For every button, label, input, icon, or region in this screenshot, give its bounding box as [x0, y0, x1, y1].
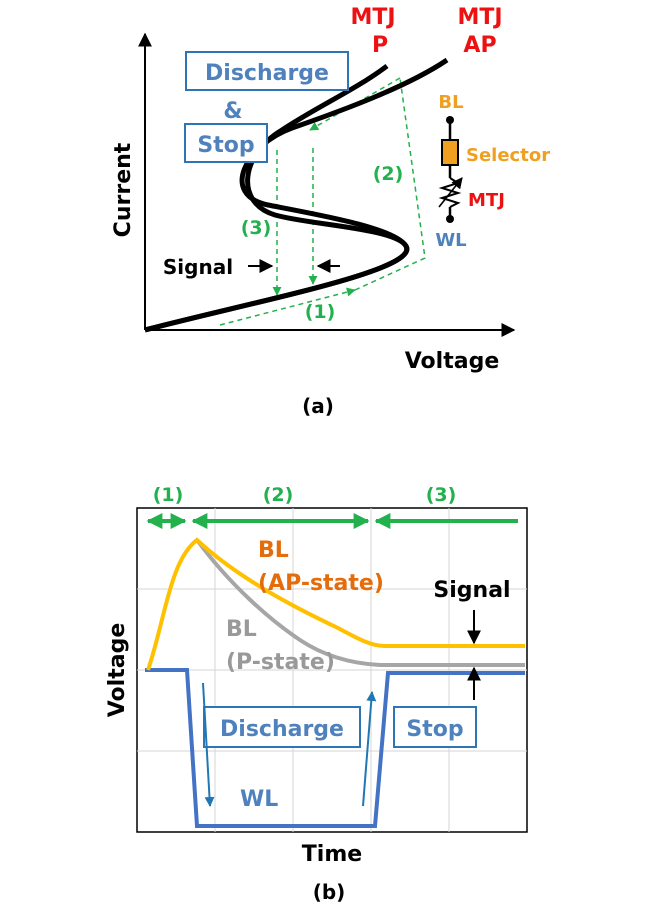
b-caption: (b)	[313, 880, 346, 904]
b-stop-box	[393, 706, 477, 748]
a-step3-label: (3)	[241, 217, 272, 239]
circuit-mtj-label: MTJ	[468, 190, 505, 211]
curve-mtj-ap	[144, 57, 449, 333]
panel-a: Current Voltage MTJ P MTJ AP Discharge &…	[111, 5, 550, 418]
b-discharge-box	[203, 706, 361, 748]
b-bl-p-label-line2: (P-state)	[226, 650, 335, 675]
a-discharge-box	[185, 51, 349, 91]
b-stop-label: Stop	[406, 717, 463, 742]
curve-mtj-p	[144, 63, 410, 333]
circuit-selector-label: Selector	[466, 145, 550, 166]
b-x-axis-label: Time	[302, 842, 362, 867]
b-phase3-label: (3)	[426, 484, 457, 506]
b-discharge-arrow	[202, 682, 215, 807]
b-wl-trace	[145, 668, 525, 828]
a-signal-label: Signal	[163, 255, 233, 279]
b-stop-arrow	[362, 691, 377, 807]
b-phase1-label: (1)	[153, 484, 184, 506]
b-bl-ap-label-line1: BL	[258, 538, 289, 563]
circuit-bl-label: BL	[438, 92, 463, 113]
a-ampersand: &	[223, 99, 242, 124]
mtj-ap-label-line1: MTJ	[457, 5, 502, 30]
b-signal-label: Signal	[433, 578, 510, 603]
mtj-ap-label-line2: AP	[463, 33, 496, 58]
a-stop-label: Stop	[197, 133, 254, 158]
circuit-mtj-variable-arrow	[438, 177, 463, 208]
circuit-selector	[441, 139, 459, 166]
b-y-axis-label: Voltage	[105, 623, 130, 718]
b-bl-ap-trace	[146, 537, 525, 671]
b-discharge-label: Discharge	[220, 717, 344, 742]
mtj-p-label-line2: P	[372, 33, 388, 58]
a-discharge-label: Discharge	[205, 61, 329, 86]
circuit-wl-node	[446, 215, 454, 223]
mtj-p-label-line1: MTJ	[350, 5, 395, 30]
b-bl-p-trace	[195, 538, 525, 667]
a-caption: (a)	[302, 394, 334, 418]
a-step1-label: (1)	[305, 301, 336, 323]
trajectory-step2-right	[354, 77, 426, 291]
circuit-wl-label: WL	[435, 230, 466, 251]
b-phase2-label: (2)	[263, 484, 294, 506]
b-bl-p-label-line1: BL	[226, 617, 257, 642]
b-wl-label: WL	[240, 787, 278, 812]
a-stop-box	[184, 123, 268, 163]
panel-b: (1) (2) (3) BL (AP-state) BL (P-state) W…	[105, 484, 528, 904]
a-step2-label: (2)	[373, 163, 404, 185]
b-bl-ap-label-line2: (AP-state)	[258, 571, 384, 596]
a-x-axis-label: Voltage	[405, 349, 500, 374]
a-y-axis-label: Current	[111, 142, 136, 237]
